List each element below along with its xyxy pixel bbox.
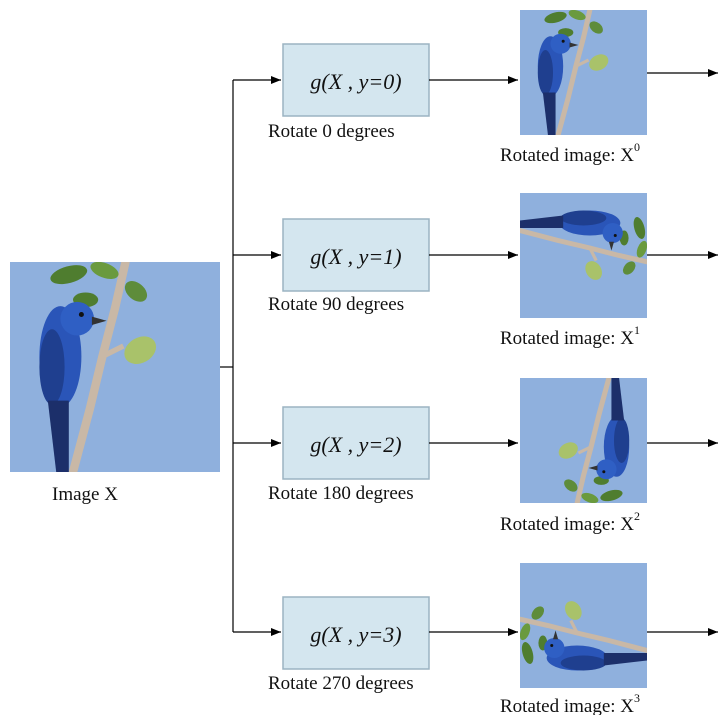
output-label-text-3: Rotated image: X: [500, 696, 634, 715]
output-label-text-2: Rotated image: X: [500, 514, 634, 535]
input-image-label: Image X: [52, 484, 118, 505]
row-3: g(X , y=3) Rotate 270 degrees Rotated im…: [233, 563, 718, 715]
rotated-image-3: [520, 563, 647, 688]
row-0: g(X , y=0) Rotate 0 degrees Rotated imag…: [233, 10, 718, 166]
rotate-caption-1: Rotate 90 degrees: [268, 294, 404, 315]
function-box-0: [282, 43, 430, 117]
output-label-2: Rotated image: X2: [500, 509, 640, 535]
input-image-label-text: Image X: [52, 484, 118, 505]
output-superscript-0: 0: [634, 140, 640, 154]
output-superscript-1: 1: [634, 323, 640, 337]
output-label-0: Rotated image: X0: [500, 140, 640, 166]
function-box-1: [282, 218, 430, 292]
function-label-1: g(X , y=1): [310, 244, 401, 269]
rotated-image-0: [520, 10, 647, 135]
row-2: g(X , y=2) Rotate 180 degrees Rotated im…: [233, 378, 718, 535]
input-image: [10, 262, 220, 472]
row-1: g(X , y=1) Rotate 90 degrees Rotated ima…: [233, 193, 718, 349]
rotate-caption-2: Rotate 180 degrees: [268, 483, 414, 504]
output-superscript-3: 3: [634, 691, 640, 705]
function-box-2: [282, 406, 430, 480]
rotate-caption-0: Rotate 0 degrees: [268, 121, 395, 142]
output-label-3: Rotated image: X3: [500, 691, 640, 715]
output-superscript-2: 2: [634, 509, 640, 523]
function-label-2: g(X , y=2): [310, 432, 401, 457]
function-box-3: [282, 596, 430, 670]
output-label-text-0: Rotated image: X: [500, 145, 634, 166]
rotate-caption-3: Rotate 270 degrees: [268, 673, 414, 694]
rotated-image-2: [520, 378, 647, 503]
bird-on-branch-image: [10, 262, 220, 472]
function-label-0: g(X , y=0): [310, 69, 401, 94]
output-label-1: Rotated image: X1: [500, 323, 640, 349]
output-label-text-1: Rotated image: X: [500, 328, 634, 349]
function-label-3: g(X , y=3): [310, 622, 401, 647]
rotated-image-1: [520, 193, 647, 318]
